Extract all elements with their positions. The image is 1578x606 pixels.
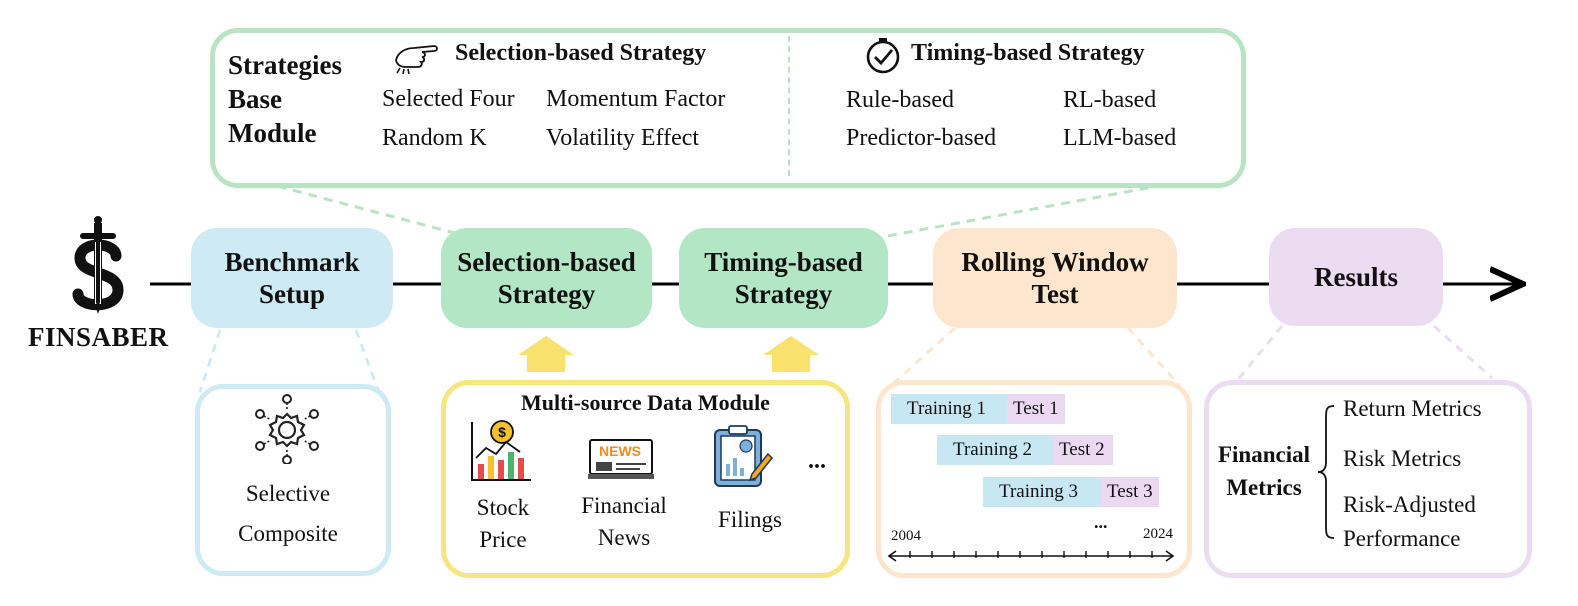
timeline-ellipsis: ... xyxy=(1094,512,1108,532)
test-bar-1: Test 1 xyxy=(1007,394,1065,424)
selection-item-momentum-factor: Momentum Factor xyxy=(546,86,726,112)
test-bar-3: Test 3 xyxy=(1101,477,1159,507)
test-bar-2: Test 2 xyxy=(1053,435,1113,465)
stock-chart-icon: $ xyxy=(471,420,531,481)
training-bar-2: Training 2 xyxy=(937,435,1053,465)
dollar-sword-icon xyxy=(72,216,124,314)
year-axis xyxy=(887,550,1175,562)
news-icon-text: NEWS xyxy=(599,443,641,459)
training-bar-1: Training 1 xyxy=(891,394,1007,424)
more-sources-ellipsis: ... xyxy=(808,448,826,474)
financial-news-label: Financial News xyxy=(581,493,667,550)
selection-item-volatility-effect: Volatility Effect xyxy=(546,125,700,151)
timing-item-predictor-based: Predictor-based xyxy=(846,125,997,151)
stage-results: Results xyxy=(1269,228,1443,326)
module-title: Strategies Base Module xyxy=(228,50,342,148)
end-year: 2024 xyxy=(1143,526,1173,542)
filings-label: Filings xyxy=(718,507,782,532)
start-year: 2004 xyxy=(891,528,921,544)
curly-brace xyxy=(1317,405,1335,539)
metric-risk-adjusted: Risk-Adjusted xyxy=(1343,492,1476,517)
pointing-hand-icon xyxy=(395,45,438,75)
module-divider xyxy=(788,36,790,176)
check-clock-icon xyxy=(866,38,900,74)
selection-heading: Selection-based Strategy xyxy=(455,40,707,66)
strategies-base-module xyxy=(210,28,1246,188)
metric-return: Return Metrics xyxy=(1343,396,1482,421)
metric-risk: Risk Metrics xyxy=(1343,446,1462,471)
up-arrow-right xyxy=(763,336,819,372)
news-icon: NEWS xyxy=(588,439,654,479)
selective-composite-label: Selective Composite xyxy=(238,481,338,546)
timing-item-rule-based: Rule-based xyxy=(846,87,954,113)
up-arrow-left xyxy=(518,336,574,372)
selection-item-selected-four: Selected Four xyxy=(382,86,515,112)
stock-price-label: Stock Price xyxy=(476,495,530,552)
timing-item-llm-based: LLM-based xyxy=(1063,125,1177,151)
results-panel xyxy=(1204,380,1532,578)
logo-text: FINSABER xyxy=(28,322,169,352)
svg-text:$: $ xyxy=(498,424,506,440)
timing-item-rl-based: RL-based xyxy=(1063,87,1157,113)
selection-item-random-k: Random K xyxy=(382,125,487,151)
gear-network-icon xyxy=(255,394,319,464)
benchmark-panel xyxy=(195,384,391,576)
data-module-title: Multi-source Data Module xyxy=(521,390,770,415)
metric-performance: Performance xyxy=(1343,526,1461,551)
financial-metrics-label: Financial Metrics xyxy=(1217,442,1310,500)
filings-icon xyxy=(714,425,774,487)
finsaber-logo: FINSABER xyxy=(28,214,178,354)
training-bar-3: Training 3 xyxy=(983,477,1101,507)
timing-heading: Timing-based Strategy xyxy=(911,40,1145,66)
